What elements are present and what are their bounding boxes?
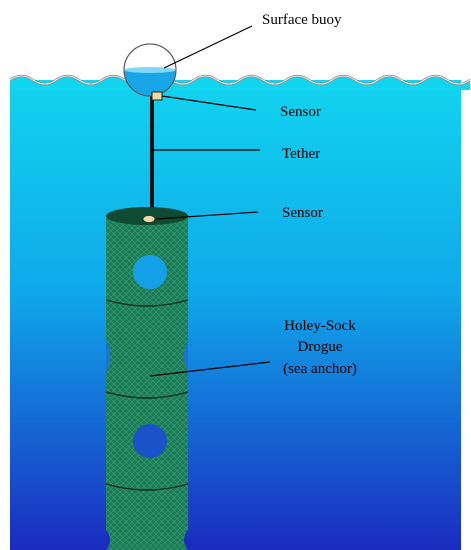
label-sensor-bottom: Sensor xyxy=(282,205,323,221)
label-tether: Tether xyxy=(282,146,320,162)
water-surface-fill xyxy=(10,76,470,90)
leader-drogue xyxy=(149,361,271,377)
holey-sock-drogue xyxy=(105,207,189,550)
drogue-hole-side-right xyxy=(184,340,188,372)
wave-line-inner xyxy=(9,75,471,85)
drogue-bottom-notch-left xyxy=(106,530,110,550)
leader-sensor-bottom xyxy=(155,211,259,220)
label-surface-buoy: Surface buoy xyxy=(262,12,342,28)
leader-sensor-top xyxy=(161,95,257,111)
sky-area xyxy=(10,0,461,80)
drogue-hole-lower xyxy=(133,424,167,458)
label-drogue-line2: Drogue xyxy=(298,339,343,355)
sensor-bottom xyxy=(142,215,156,223)
drogue-bottom-notch-right xyxy=(184,530,188,550)
water-background xyxy=(10,80,461,550)
leader-surface-buoy xyxy=(163,25,253,69)
label-drogue-line1: Holey-Sock xyxy=(284,318,356,334)
label-sensor-top: Sensor xyxy=(280,104,321,120)
drogue-hole-upper xyxy=(133,255,167,289)
label-drogue-line3: (sea anchor) xyxy=(283,361,357,377)
sensor-top xyxy=(151,91,163,101)
drogue-hole-side-left xyxy=(106,340,110,372)
drogue-seam-3 xyxy=(105,483,189,491)
drogue-seam-2 xyxy=(105,391,189,399)
drogue-seam-1 xyxy=(105,299,189,307)
